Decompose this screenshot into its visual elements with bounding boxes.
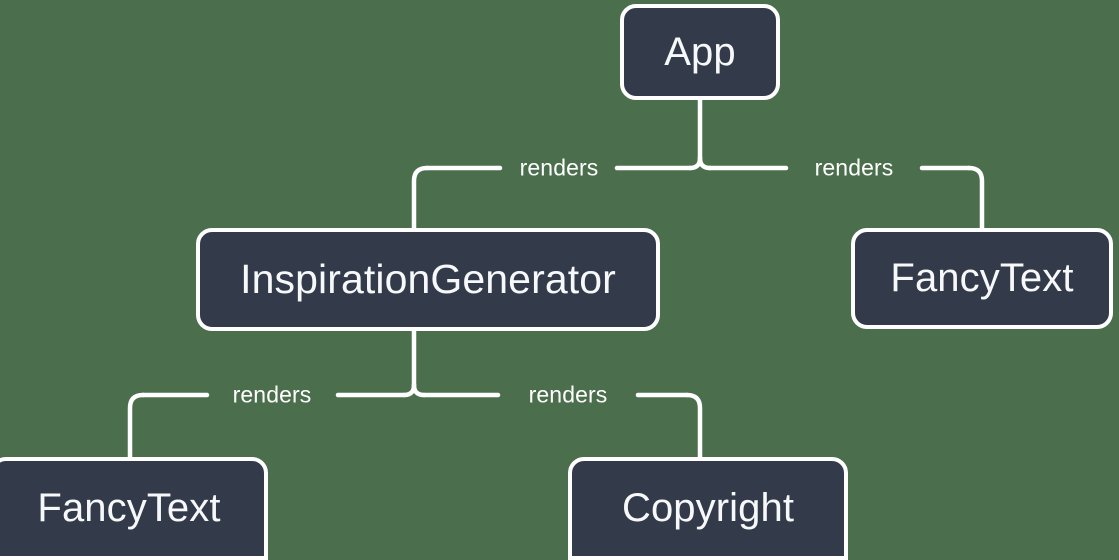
- edge-label-inspiration-generator-to-copyright: renders: [528, 381, 608, 408]
- edge-app-to-fancyright-elbow: [966, 165, 985, 231]
- node-fancy-text-left[interactable]: FancyText: [0, 457, 268, 560]
- node-app-label: App: [664, 29, 736, 74]
- node-fancy-text-left-label: FancyText: [37, 486, 221, 530]
- node-fancy-text-right[interactable]: FancyText: [851, 228, 1113, 329]
- edge-label-app-to-fancy-text-right: renders: [814, 154, 894, 181]
- edge-label-app-to-inspiration-generator: renders: [519, 154, 599, 181]
- node-inspiration-generator-label: InspirationGenerator: [240, 256, 616, 302]
- node-fancy-text-right-label: FancyText: [890, 256, 1074, 300]
- edge-app-to-inspgen-elbow: [411, 165, 430, 231]
- node-inspiration-generator[interactable]: InspirationGenerator: [196, 228, 660, 331]
- edge-label-inspiration-generator-to-fancy-text-left: renders: [232, 381, 312, 408]
- edge-inspgen-to-fancyleft-elbow: [127, 392, 146, 460]
- node-app[interactable]: App: [620, 4, 780, 100]
- node-copyright[interactable]: Copyright: [568, 457, 848, 560]
- node-copyright-label: Copyright: [621, 486, 795, 530]
- edge-inspgen-to-copyright-elbow: [684, 392, 703, 460]
